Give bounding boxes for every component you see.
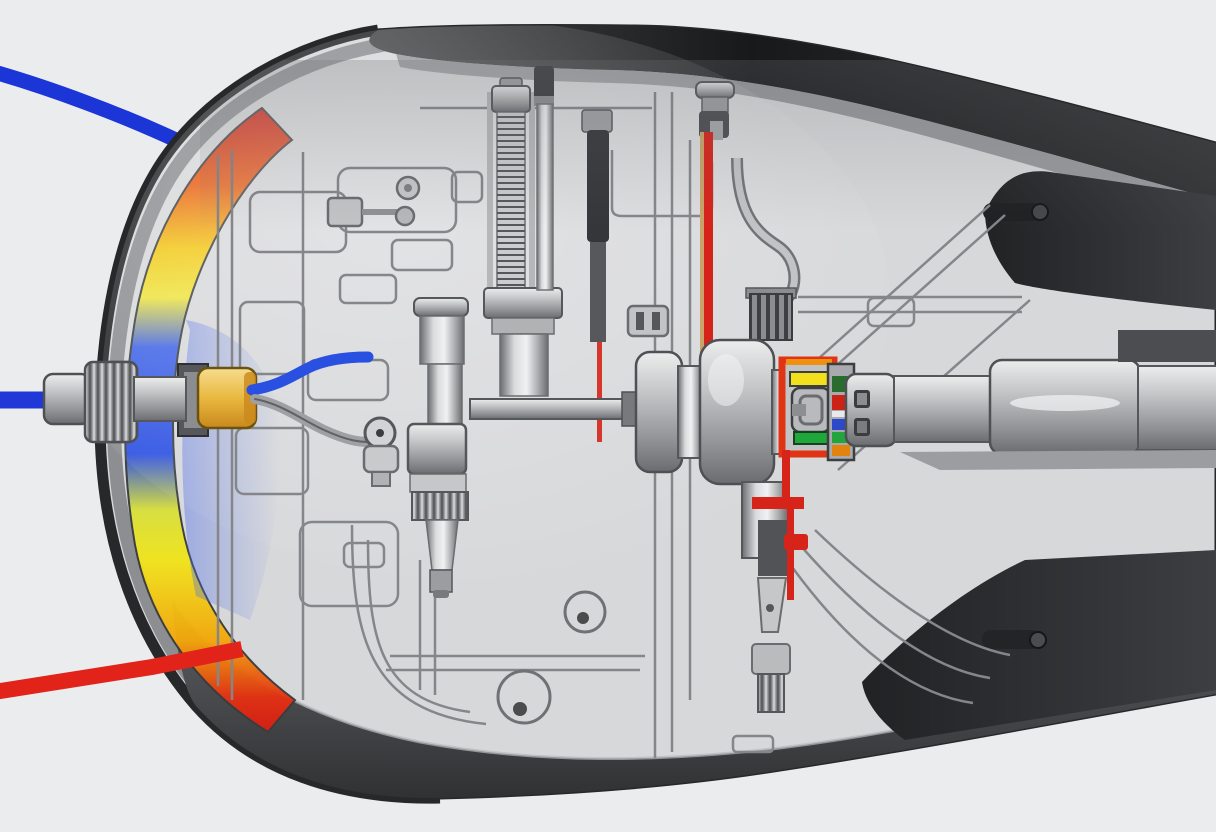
upper-dark-band xyxy=(1118,330,1216,362)
chip-blue xyxy=(832,419,850,430)
pivot-ring xyxy=(563,590,607,634)
cylinder-barrel-3 xyxy=(1137,365,1216,451)
hub-disc-1 xyxy=(634,350,684,474)
sensor-leg-red xyxy=(782,450,790,508)
rod-nut xyxy=(483,287,563,319)
output-cylinder xyxy=(844,330,1216,470)
sensor-bar-green xyxy=(793,431,831,445)
cylinder-ledge xyxy=(900,450,1216,470)
guide-line-top-blue xyxy=(0,65,184,148)
red-bar xyxy=(752,497,804,509)
blue-link-wire xyxy=(246,351,374,396)
top-shadow xyxy=(200,60,1216,230)
clamp xyxy=(626,304,670,338)
tail-pin-lower xyxy=(982,630,1040,649)
red-drop-line xyxy=(787,508,794,600)
bottom-shell xyxy=(172,598,1216,799)
pivot-ring-dot xyxy=(577,612,589,624)
chip-green xyxy=(832,432,850,443)
sensor-bar-yellow xyxy=(789,371,833,387)
cylinder-cap xyxy=(844,372,898,448)
guide-line-bottom-red xyxy=(0,641,244,700)
input-connector-front xyxy=(42,360,187,444)
floor-loop xyxy=(496,669,552,725)
linkage xyxy=(246,351,643,487)
floor-loop-dot xyxy=(513,702,527,716)
chip-white xyxy=(832,411,850,417)
red-clip xyxy=(784,534,808,550)
chip-orange xyxy=(832,445,850,456)
pivot-link xyxy=(362,444,400,474)
hub-ribbed-tip xyxy=(757,673,785,713)
hub-disc-2 xyxy=(677,365,703,459)
injector-column xyxy=(406,297,469,598)
drive-shaft xyxy=(469,398,643,420)
knurled-stem xyxy=(749,293,793,341)
tail-pin-lower-cap xyxy=(1029,631,1047,649)
cylinder-barrel-1 xyxy=(893,375,993,443)
